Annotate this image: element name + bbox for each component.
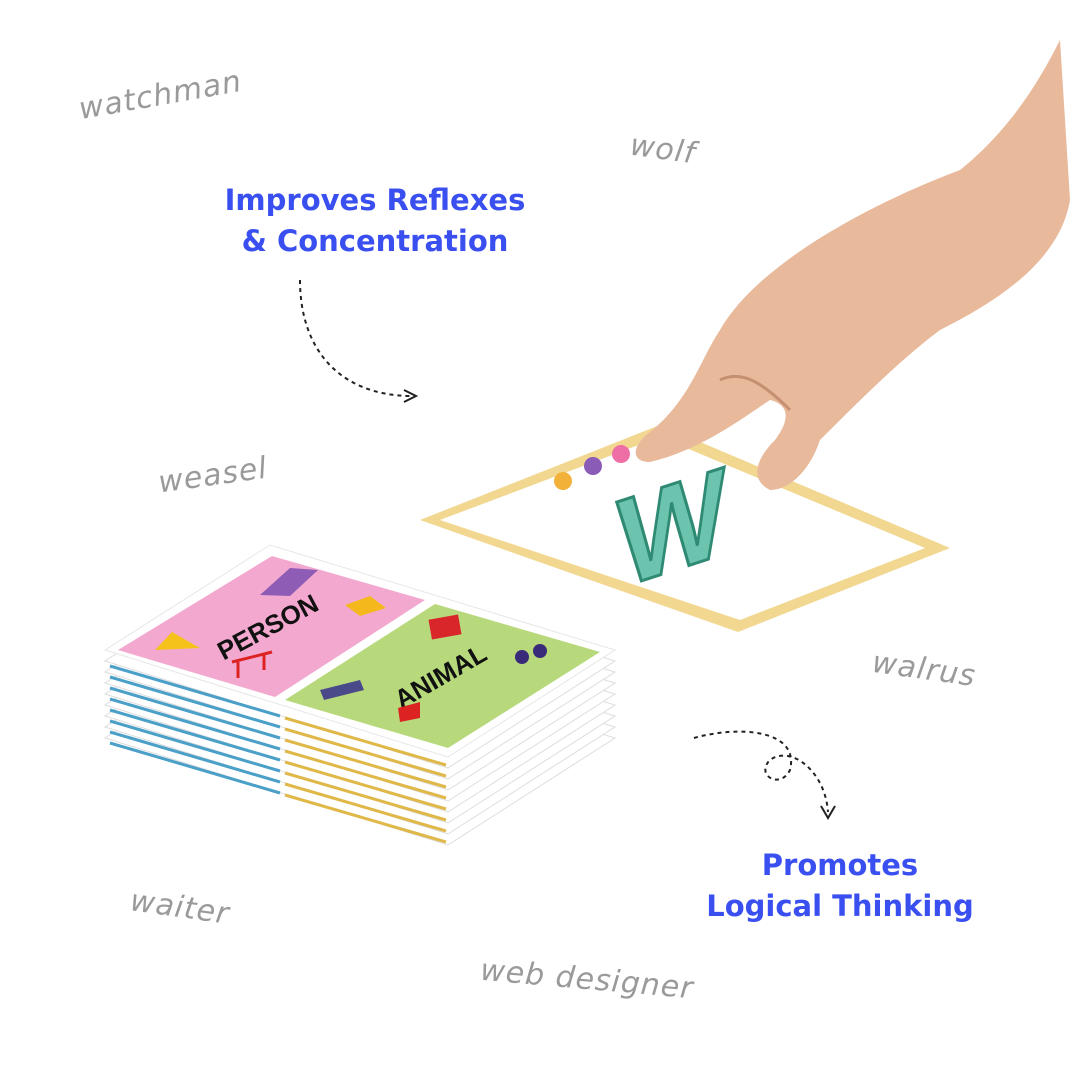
headline-line: & Concentration (241, 224, 509, 258)
headline-line: Improves Reflexes (224, 183, 526, 217)
card-edge-yellow (284, 793, 447, 844)
pyramid-icon (155, 632, 200, 650)
flag-icon (398, 702, 420, 722)
card-edge-yellow (284, 716, 447, 767)
building-icon (260, 568, 318, 596)
card-edge-blue (109, 675, 281, 729)
card-edge-yellow (284, 727, 447, 778)
eyes-icon (533, 644, 547, 658)
card-edge-blue (109, 697, 281, 751)
hand (635, 40, 1070, 490)
top-card: PERSON ANIMAL (103, 544, 617, 758)
card-edge-yellow (284, 749, 447, 800)
dashed-arrow-bottom (693, 730, 829, 813)
card-edge-yellow (284, 782, 447, 833)
gate-icon (231, 650, 273, 678)
donut-icon (612, 445, 630, 463)
card-edge-blue (109, 708, 281, 762)
ship-icon (320, 680, 364, 700)
bag-icon (428, 614, 462, 640)
letter-card: W (420, 425, 950, 632)
dashed-arrow-top (299, 279, 411, 397)
bread-icon (345, 596, 386, 616)
card-edge-yellow (284, 771, 447, 822)
eyes-icon (515, 650, 529, 664)
card-edge-blue (109, 664, 281, 718)
card-edge-yellow (284, 738, 447, 789)
card-edge-blue (109, 741, 281, 795)
arrowhead-icon (403, 389, 419, 403)
person-panel (118, 556, 425, 697)
arrowhead-icon (820, 805, 836, 820)
headline-logical: Promotes Logical Thinking (640, 845, 1040, 927)
headline-reflexes: Improves Reflexes & Concentration (175, 180, 575, 262)
headline-line: Promotes (761, 848, 919, 882)
animal-panel (285, 604, 600, 748)
donut-icon (584, 457, 602, 475)
card-edge-blue (109, 686, 281, 740)
card-edge-yellow (284, 760, 447, 811)
donut-icon (554, 472, 572, 490)
card-edge-blue (109, 719, 281, 773)
card-edge-blue (109, 730, 281, 784)
headline-line: Logical Thinking (706, 889, 974, 923)
